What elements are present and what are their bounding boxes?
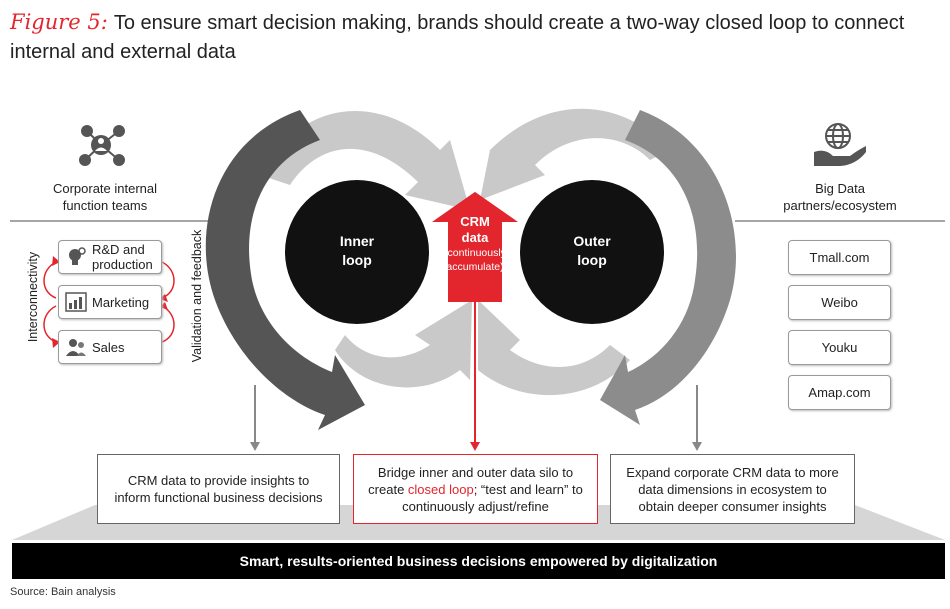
crm-label-line4: accumulate) (446, 261, 504, 273)
internal-teams-heading-line2: function teams (62, 198, 148, 213)
inner-loop-label-line1: Inner (339, 233, 375, 249)
validation-arrowhead-2 (160, 302, 168, 310)
chart-icon (65, 292, 87, 312)
validation-arrow-2 (161, 305, 175, 343)
interconnectivity-arrow-1 (43, 261, 57, 299)
big-data-heading-line2: partners/ecosystem (783, 198, 897, 213)
dept-rnd-label-line2: production (92, 257, 153, 272)
closed-loop-text-before: Bridge inner and outer data silo to crea… (368, 464, 574, 497)
validation-arrow-1 (161, 261, 175, 299)
inner-loop-label-line2: loop (342, 252, 372, 268)
figure-title-text: To ensure smart decision making, brands … (10, 12, 905, 63)
partner-weibo: Weibo (788, 285, 891, 320)
dept-marketing-label: Marketing (92, 294, 150, 310)
dept-sales-label: Sales (92, 339, 125, 355)
inner-loop-label: Inner loop (317, 232, 397, 270)
closed-loop-box: Bridge inner and outer data silo to crea… (353, 454, 598, 524)
dept-marketing: Marketing (58, 285, 162, 319)
partner-amap: Amap.com (788, 375, 891, 410)
dept-rnd-label: R&D and production (92, 242, 153, 272)
left-down-arrow-head (250, 442, 260, 451)
outer-loop-label-line2: loop (577, 252, 607, 268)
validation-arrowhead-1 (160, 294, 168, 302)
internal-teams-heading: Corporate internal function teams (30, 180, 180, 214)
figure-title: Figure 5:To ensure smart decision making… (10, 8, 945, 67)
people-icon (66, 339, 86, 356)
functional-insights-text: CRM data to provide insights to inform f… (114, 473, 323, 505)
validation-feedback-label: Validation and feedback (190, 229, 204, 363)
functional-insights-box: CRM data to provide insights to inform f… (97, 454, 340, 524)
crm-label-line3: (continuously (444, 247, 506, 259)
interconnectivity-label: Interconnectivity (26, 251, 40, 343)
interconnectivity-arrowhead-2 (52, 338, 60, 348)
outer-loop-label: Outer loop (552, 232, 632, 270)
partner-tmall: Tmall.com (788, 240, 891, 275)
globe-hand-icon (814, 123, 866, 166)
figure-label: Figure 5: (10, 10, 108, 34)
source-note: Source: Bain analysis (10, 586, 116, 598)
dept-sales: Sales (58, 330, 162, 364)
inner-loop-bottom-arc (335, 300, 472, 388)
closed-loop-text-after: ; “test and learn” to continuously adjus… (402, 481, 583, 514)
interconnectivity-arrow-2 (43, 305, 57, 343)
bottom-banner: Smart, results-oriented business decisio… (12, 543, 945, 579)
partner-youku: Youku (788, 330, 891, 365)
ecosystem-insights-box: Expand corporate CRM data to more data d… (610, 454, 855, 524)
network-icon (79, 125, 125, 166)
middle-down-arrow-head (470, 442, 480, 451)
crm-data-label: CRM data (continuously accumulate) (430, 214, 520, 274)
crm-label-line1: CRM (460, 214, 490, 229)
dept-rnd: R&D and production (58, 240, 162, 274)
crm-label-line2: data (461, 230, 489, 245)
dept-rnd-label-line1: R&D and (92, 242, 145, 257)
big-data-heading-line1: Big Data (815, 181, 865, 196)
inner-loop-left-arc (205, 110, 365, 430)
closed-loop-text: Bridge inner and outer data silo to crea… (364, 464, 587, 515)
lightbulb-gear-icon (69, 247, 86, 265)
internal-teams-heading-line1: Corporate internal (52, 181, 158, 196)
outer-loop-top-arc (480, 108, 670, 200)
right-down-arrow-head (692, 442, 702, 451)
ecosystem-insights-text: Expand corporate CRM data to more data d… (626, 464, 839, 514)
outer-loop-bottom-arc (478, 300, 630, 396)
outer-loop-circle (520, 180, 664, 324)
crm-data-arrow-front (432, 192, 518, 302)
outer-loop-label-line1: Outer (573, 233, 611, 249)
interconnectivity-arrowhead-1 (52, 256, 60, 266)
closed-loop-highlight: closed loop (407, 481, 474, 497)
outer-loop-right-arc (600, 110, 736, 425)
inner-loop-circle (285, 180, 429, 324)
big-data-heading: Big Data partners/ecosystem (760, 180, 920, 214)
